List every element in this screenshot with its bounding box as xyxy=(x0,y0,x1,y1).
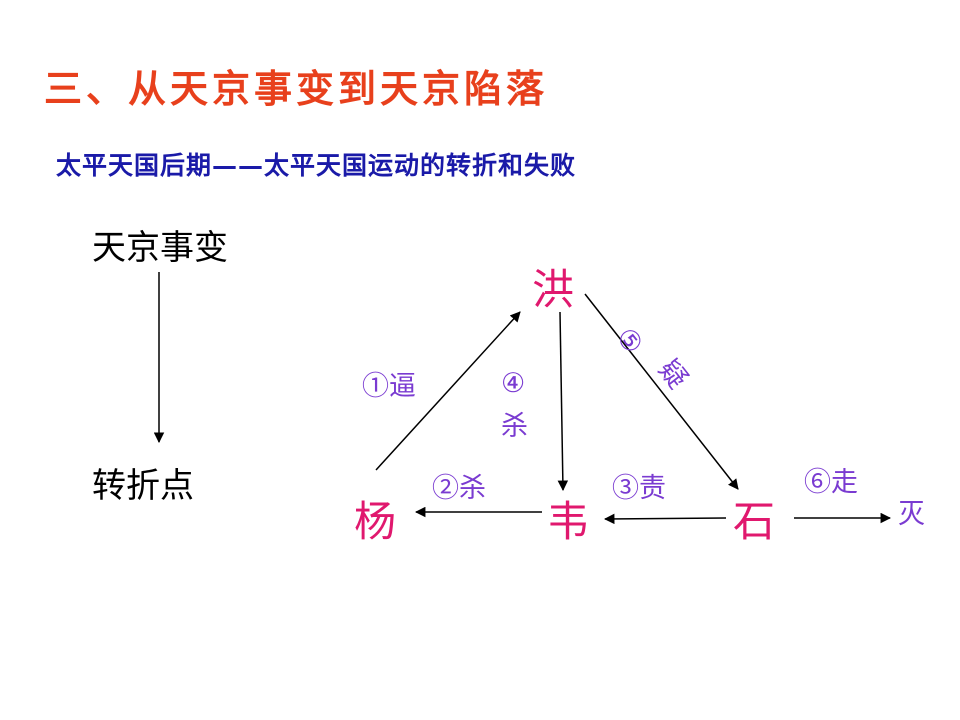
label-tianjing-incident: 天京事变 xyxy=(92,228,228,268)
edge-label-3: ③责 xyxy=(612,473,666,504)
edge-label-2: ②杀 xyxy=(432,473,486,504)
arrow-yang-to-hong xyxy=(375,311,521,471)
page-subtitle: 太平天国后期——太平天国运动的转折和失败 xyxy=(56,151,577,180)
label-turning-point: 转折点 xyxy=(92,466,194,506)
node-yang: 杨 xyxy=(354,497,397,546)
arrow-shi-to-wei xyxy=(603,513,727,525)
edge-label-4-text: 杀 xyxy=(501,411,528,442)
node-hong: 洪 xyxy=(532,265,575,314)
edge-label-6: ⑥走 xyxy=(804,467,858,498)
edge-label-4-number: ④ xyxy=(501,368,526,399)
node-wei: 韦 xyxy=(547,497,590,546)
edge-label-1: ①逼 xyxy=(362,371,416,402)
node-destroyed: 灭 xyxy=(898,499,925,530)
page-title: 三、从天京事变到天京陷落 xyxy=(44,66,549,111)
node-shi: 石 xyxy=(733,497,776,546)
arrow-hong-to-shi xyxy=(584,293,739,490)
arrow-hong-to-wei xyxy=(557,311,569,492)
